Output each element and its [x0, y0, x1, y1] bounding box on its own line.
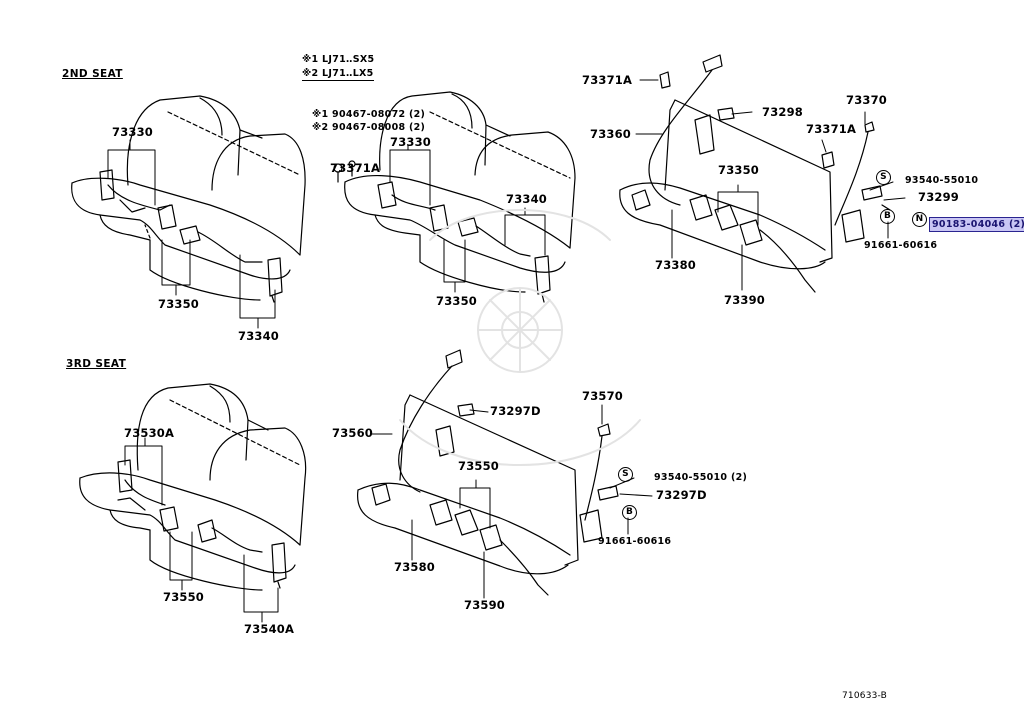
part-91661-60616-top[interactable]: 91661-60616: [864, 240, 938, 251]
third-seat-belt-drawing: [356, 349, 653, 599]
diagram-code: 710633-B: [842, 691, 888, 701]
part-73360[interactable]: 73360: [590, 127, 632, 141]
watermark-emblem: [399, 209, 641, 466]
part-73371a-right[interactable]: 73371A: [806, 122, 857, 136]
marker-b-bottom: B: [622, 505, 637, 520]
part-73540a[interactable]: 73540A: [244, 622, 295, 636]
section-title-2nd-seat: 2ND SEAT: [62, 68, 123, 80]
marker-n: N: [912, 212, 927, 227]
part-73380[interactable]: 73380: [655, 258, 697, 272]
note-part-2: ※2 90467-08008 (2): [312, 122, 426, 133]
note-part-1: ※1 90467-08072 (2): [312, 109, 426, 120]
part-73330-middle[interactable]: 73330: [390, 135, 432, 149]
part-73297d-bottom[interactable]: 73297D: [656, 488, 707, 502]
third-row-belt-drawing: [619, 54, 906, 293]
marker-s-top: S: [876, 170, 891, 185]
note-model-2: ※2 LJ71‥LX5: [302, 68, 374, 81]
part-73298[interactable]: 73298: [762, 105, 804, 119]
part-73390[interactable]: 73390: [724, 293, 766, 307]
part-73350-middle[interactable]: 73350: [436, 294, 478, 308]
part-73550-left[interactable]: 73550: [163, 590, 205, 604]
part-73590[interactable]: 73590: [464, 598, 506, 612]
marker-s-bottom: S: [618, 467, 633, 482]
part-73580[interactable]: 73580: [394, 560, 436, 574]
part-73370[interactable]: 73370: [846, 93, 888, 107]
part-73530a[interactable]: 73530A: [124, 426, 175, 440]
part-73299[interactable]: 73299: [918, 190, 960, 204]
part-73371a-middle[interactable]: 73371A: [330, 161, 381, 175]
part-90183-04046-highlighted[interactable]: 90183-04046 (2): [929, 217, 1024, 232]
part-73371a-top[interactable]: 73371A: [582, 73, 633, 87]
part-73340-middle[interactable]: 73340: [506, 192, 548, 206]
part-73560[interactable]: 73560: [332, 426, 374, 440]
part-73350-right[interactable]: 73350: [718, 163, 760, 177]
part-73330-left[interactable]: 73330: [112, 125, 154, 139]
part-93540-55010-bottom[interactable]: 93540-55010 (2): [654, 472, 748, 483]
second-seat-drawing: [71, 95, 306, 329]
third-seat-drawing: [79, 383, 307, 623]
part-73550-middle[interactable]: 73550: [458, 459, 500, 473]
part-73297d-top[interactable]: 73297D: [490, 404, 541, 418]
part-91661-60616-bottom[interactable]: 91661-60616: [598, 536, 672, 547]
marker-b-top: B: [880, 209, 895, 224]
part-73350-left[interactable]: 73350: [158, 297, 200, 311]
part-73340-left[interactable]: 73340: [238, 329, 280, 343]
section-title-3rd-seat: 3RD SEAT: [66, 358, 127, 370]
part-73570[interactable]: 73570: [582, 389, 624, 403]
part-93540-55010-top[interactable]: 93540-55010: [905, 175, 979, 186]
note-model-1: ※1 LJ71‥SX5: [302, 54, 375, 65]
second-seat-alt-drawing: [333, 91, 576, 303]
